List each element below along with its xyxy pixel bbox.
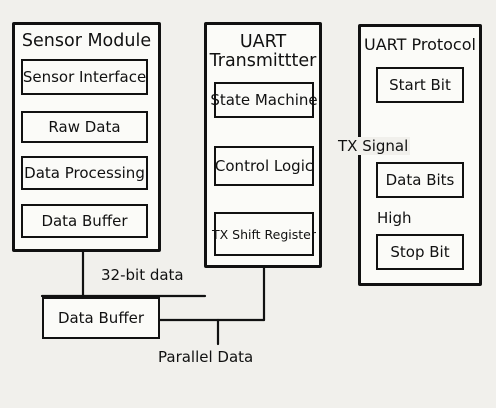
sensor-module-title: Sensor Module (21, 31, 152, 51)
parallel-data-label: Parallel Data (158, 348, 254, 366)
stop-bit-block: Stop Bit (376, 234, 464, 270)
bus-data-buffer-block: Data Buffer (42, 297, 160, 339)
uart-transmitter-title-line1: UART (239, 32, 287, 52)
control-logic-block: Control Logic (214, 146, 314, 186)
uart-protocol-title: UART Protocol (364, 35, 476, 54)
sensor-data-buffer-label: Data Buffer (41, 212, 128, 230)
tx-shift-register-label: TX Shift Register (211, 226, 317, 242)
data-processing-block: Data Processing (21, 156, 148, 190)
data-bits-block: Data Bits (376, 162, 464, 198)
state-machine-block: State Machine (210, 82, 318, 118)
data-processing-label: Data Processing (24, 164, 145, 182)
uart-transmitter-title-line2: Transmittter (209, 51, 317, 71)
tx-signal-label: TX Signal (336, 137, 411, 155)
state-machine-label: State Machine (210, 91, 318, 109)
stop-bit-label: Stop Bit (390, 243, 450, 261)
high-label: High (377, 209, 412, 227)
control-logic-label: Control Logic (214, 157, 314, 175)
raw-data-label: Raw Data (48, 118, 121, 136)
sensor-interface-block: Sensor Interface (21, 59, 148, 95)
sensor-data-buffer-block: Data Buffer (21, 204, 148, 238)
raw-data-block: Raw Data (21, 111, 148, 143)
bus-data-buffer-label: Data Buffer (57, 309, 145, 327)
sensor-interface-label: Sensor Interface (22, 68, 147, 86)
data-bits-label: Data Bits (385, 171, 455, 189)
bus-width-label: 32-bit data (101, 266, 184, 284)
start-bit-label: Start Bit (389, 76, 451, 94)
start-bit-block: Start Bit (376, 67, 464, 103)
tx-shift-register-block: TX Shift Register (211, 212, 317, 256)
